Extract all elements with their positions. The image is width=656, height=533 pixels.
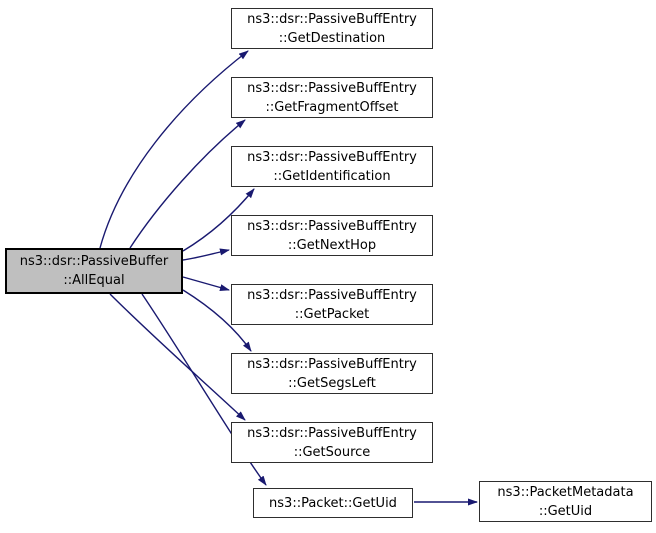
node-passivebuffentry-getidentification[interactable]: ns3::dsr::PassiveBuffEntry ::GetIdentifi…: [231, 146, 433, 187]
node-label-line2: ::GetFragmentOffset: [265, 99, 399, 115]
node-label-line2: ::GetDestination: [278, 30, 386, 46]
node-packet-getuid[interactable]: ns3::Packet::GetUid: [253, 488, 413, 518]
node-label-line2: ::GetUid: [538, 503, 593, 519]
node-passivebuffentry-getsegsleft[interactable]: ns3::dsr::PassiveBuffEntry ::GetSegsLeft: [231, 353, 433, 394]
node-label-line1: ns3::dsr::PassiveBuffer: [19, 254, 169, 269]
node-label-line1: ns3::PacketMetadata: [497, 484, 634, 500]
node-label-line2: ::GetIdentification: [273, 168, 391, 184]
node-passivebuffentry-getsource[interactable]: ns3::dsr::PassiveBuffEntry ::GetSource: [231, 422, 433, 463]
edge-allequal-to-getnexthop: [182, 248, 230, 261]
node-label-line1: ns3::dsr::PassiveBuffEntry: [247, 80, 417, 96]
edge-allequal-to-getfragmentoffset: [129, 119, 246, 249]
node-label-line1: ns3::Packet::GetUid: [269, 495, 397, 511]
node-passivebuffentry-getdestination[interactable]: ns3::dsr::PassiveBuffEntry ::GetDestinat…: [231, 8, 433, 49]
node-label-line2: ::GetSegsLeft: [288, 375, 376, 391]
node-label-line2: ::AllEqual: [63, 273, 125, 288]
edge-allequal-to-getsource: [109, 293, 246, 421]
node-passivebuffer-allequal: ns3::dsr::PassiveBuffer ::AllEqual: [5, 248, 183, 294]
node-passivebuffentry-getpacket[interactable]: ns3::dsr::PassiveBuffEntry ::GetPacket: [231, 284, 433, 325]
node-label-line2: ::GetSource: [293, 444, 371, 460]
node-label-line2: ::GetPacket: [294, 306, 370, 322]
edge-allequal-to-getdestination: [99, 50, 249, 249]
node-packetmetadata-getuid[interactable]: ns3::PacketMetadata ::GetUid: [479, 481, 652, 522]
node-label-line1: ns3::dsr::PassiveBuffEntry: [247, 287, 417, 303]
node-label-line1: ns3::dsr::PassiveBuffEntry: [247, 425, 417, 441]
node-label-line1: ns3::dsr::PassiveBuffEntry: [247, 356, 417, 372]
node-label-line1: ns3::dsr::PassiveBuffEntry: [247, 11, 417, 27]
node-passivebuffentry-getnexthop[interactable]: ns3::dsr::PassiveBuffEntry ::GetNextHop: [231, 215, 433, 256]
node-label-line1: ns3::dsr::PassiveBuffEntry: [247, 218, 417, 234]
node-passivebuffentry-getfragmentoffset[interactable]: ns3::dsr::PassiveBuffEntry ::GetFragment…: [231, 77, 433, 118]
edge-allequal-to-getpacket: [182, 276, 230, 291]
node-label-line1: ns3::dsr::PassiveBuffEntry: [247, 149, 417, 165]
node-label-line2: ::GetNextHop: [287, 237, 377, 253]
